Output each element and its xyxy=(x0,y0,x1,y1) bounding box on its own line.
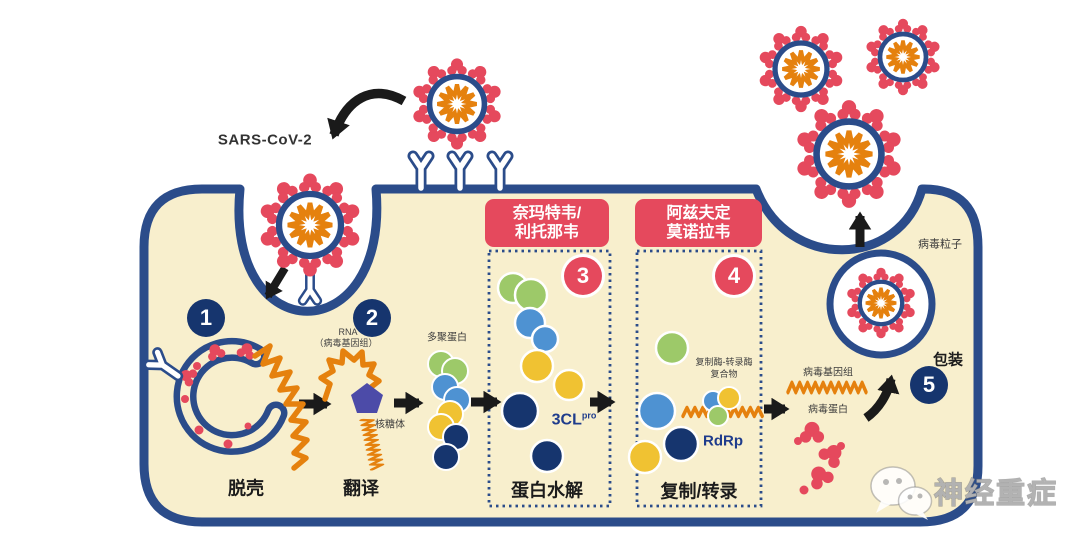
virus-name-label: SARS-CoV-2 xyxy=(217,131,313,149)
step4-label: 复制/转录 xyxy=(660,481,738,502)
cleaved-proteins xyxy=(496,271,586,474)
step1-label: 脱壳 xyxy=(228,478,264,499)
uncoating-shell xyxy=(149,338,310,471)
drug-name-line1: 奈玛特韦/ xyxy=(512,205,582,222)
step-badge-2: 2 xyxy=(353,299,391,337)
step-badge-5: 5 xyxy=(910,366,948,404)
protease-label: 3CLpro xyxy=(551,410,597,429)
arrow-entry xyxy=(264,265,289,300)
viral-genome-label: 病毒基因组 xyxy=(803,367,853,379)
drug-box-nirmatrelvir: 奈玛特韦/ 利托那韦 xyxy=(485,199,609,247)
virus-budding xyxy=(794,100,904,208)
flow-arrows xyxy=(264,88,900,422)
step2-label: 翻译 xyxy=(343,478,379,499)
ribosome-pentagon xyxy=(351,383,383,413)
watermark: 神经重症 xyxy=(868,462,1058,520)
arrow-products-packaging xyxy=(863,374,900,422)
replication-complex xyxy=(627,330,762,475)
polyprotein-label: 多聚蛋白 xyxy=(427,332,467,344)
arrow-virus-label xyxy=(327,88,407,140)
step-badge-4: 4 xyxy=(715,257,753,295)
translation-group xyxy=(318,348,383,469)
drug-box-azvudine: 阿兹夫定 莫诺拉韦 xyxy=(635,199,762,247)
replication-dashed-box xyxy=(635,249,763,508)
ribosome-label: 核糖体 xyxy=(375,419,405,431)
virus-in-pit xyxy=(258,174,363,277)
vesicle xyxy=(826,249,936,359)
proteolysis-dashed-box xyxy=(487,249,612,508)
step5-label: 包装 xyxy=(932,351,964,369)
cell-membrane xyxy=(139,184,983,527)
uncoated-rna xyxy=(252,343,310,471)
rna-genome-label: （病毒基因组） xyxy=(314,337,378,348)
step-badge-1: 1 xyxy=(187,299,225,337)
virus-free-1 xyxy=(757,26,845,112)
viral-protein-label: 病毒蛋白 xyxy=(808,404,848,416)
rna-label: RNA xyxy=(338,326,358,337)
step3-label: 蛋白水解 xyxy=(511,480,583,501)
drug-name-line2: 莫诺拉韦 xyxy=(666,224,731,241)
drug-name-line2: 利托那韦 xyxy=(514,224,579,241)
replication-products xyxy=(788,383,866,495)
virus-attached xyxy=(411,58,504,149)
virus-free-2 xyxy=(864,19,942,95)
virion-label: 病毒粒子 xyxy=(918,238,962,251)
step-badge-3: 3 xyxy=(564,257,602,295)
polyprotein-chain xyxy=(427,350,471,471)
wechat-icon xyxy=(870,466,933,520)
mrna-arch xyxy=(318,348,382,402)
rtc-label-line1: 复制酶-转录酶 xyxy=(695,356,753,367)
rtc-label-line2: 复合物 xyxy=(710,368,738,379)
watermark-text: 神经重症 xyxy=(933,477,1059,510)
polymerase-label: RdRp xyxy=(703,432,743,450)
drug-name-line1: 阿兹夫定 xyxy=(666,205,731,222)
